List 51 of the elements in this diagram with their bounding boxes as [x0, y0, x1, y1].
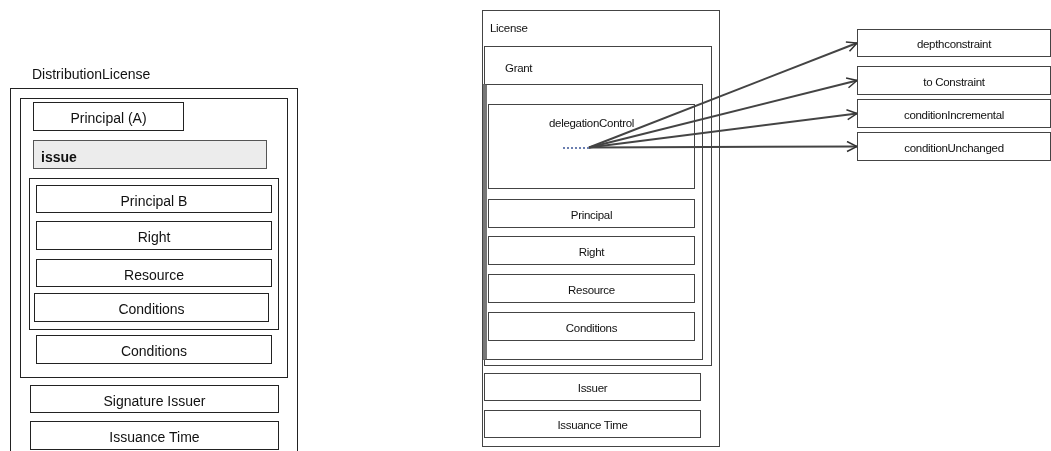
element-label: issue	[41, 148, 77, 165]
container-box	[29, 178, 279, 330]
box-heading: Grant	[505, 62, 533, 74]
container-box	[484, 46, 712, 366]
element-label: Conditions	[120, 343, 188, 359]
container-box	[482, 10, 720, 447]
element-label: Issuance Time	[109, 429, 200, 445]
element-label: depthconstraint	[916, 38, 992, 50]
element-label: Signature Issuer	[103, 392, 206, 409]
element-box	[857, 29, 1051, 57]
element-box	[488, 104, 695, 189]
element-box	[30, 421, 279, 450]
element-box	[33, 140, 267, 169]
element-box	[33, 102, 184, 131]
element-box	[488, 236, 695, 265]
element-label: Principal	[570, 208, 613, 221]
element-box	[488, 312, 695, 341]
container-box	[483, 84, 703, 360]
element-box	[857, 132, 1051, 161]
box-heading: License	[490, 22, 528, 34]
element-box	[857, 66, 1051, 95]
container-box	[20, 98, 288, 378]
arrow	[588, 41, 858, 149]
element-label: conditionIncremental	[903, 108, 1005, 121]
element-label: Right	[137, 229, 171, 245]
element-label: delegationControl	[547, 117, 636, 129]
element-label: Conditions	[118, 301, 185, 317]
element-box	[488, 274, 695, 303]
element-box	[484, 373, 701, 401]
element-label: Principal (A)	[70, 110, 147, 126]
element-box	[34, 293, 269, 322]
element-box	[36, 335, 272, 364]
element-box	[857, 99, 1051, 128]
element-label: to Constraint	[923, 75, 985, 88]
element-label: Principal B	[120, 192, 188, 209]
element-label: Issuance Time	[557, 419, 628, 431]
element-label: conditionUnchanged	[904, 141, 1004, 154]
element-label: Right	[578, 245, 605, 258]
element-label: Issuer	[577, 382, 608, 394]
element-box	[36, 185, 272, 213]
element-label: Resource	[124, 266, 184, 283]
diagram-heading: DistributionLicense	[32, 66, 151, 82]
element-label: Conditions	[565, 321, 618, 334]
element-box	[30, 385, 279, 413]
element-box	[484, 410, 701, 438]
arrow	[588, 140, 858, 153]
element-box	[36, 221, 272, 250]
element-box	[36, 259, 272, 287]
element-label: Resource	[568, 283, 615, 296]
element-box	[488, 199, 695, 228]
dotted-line-mark	[563, 146, 589, 149]
